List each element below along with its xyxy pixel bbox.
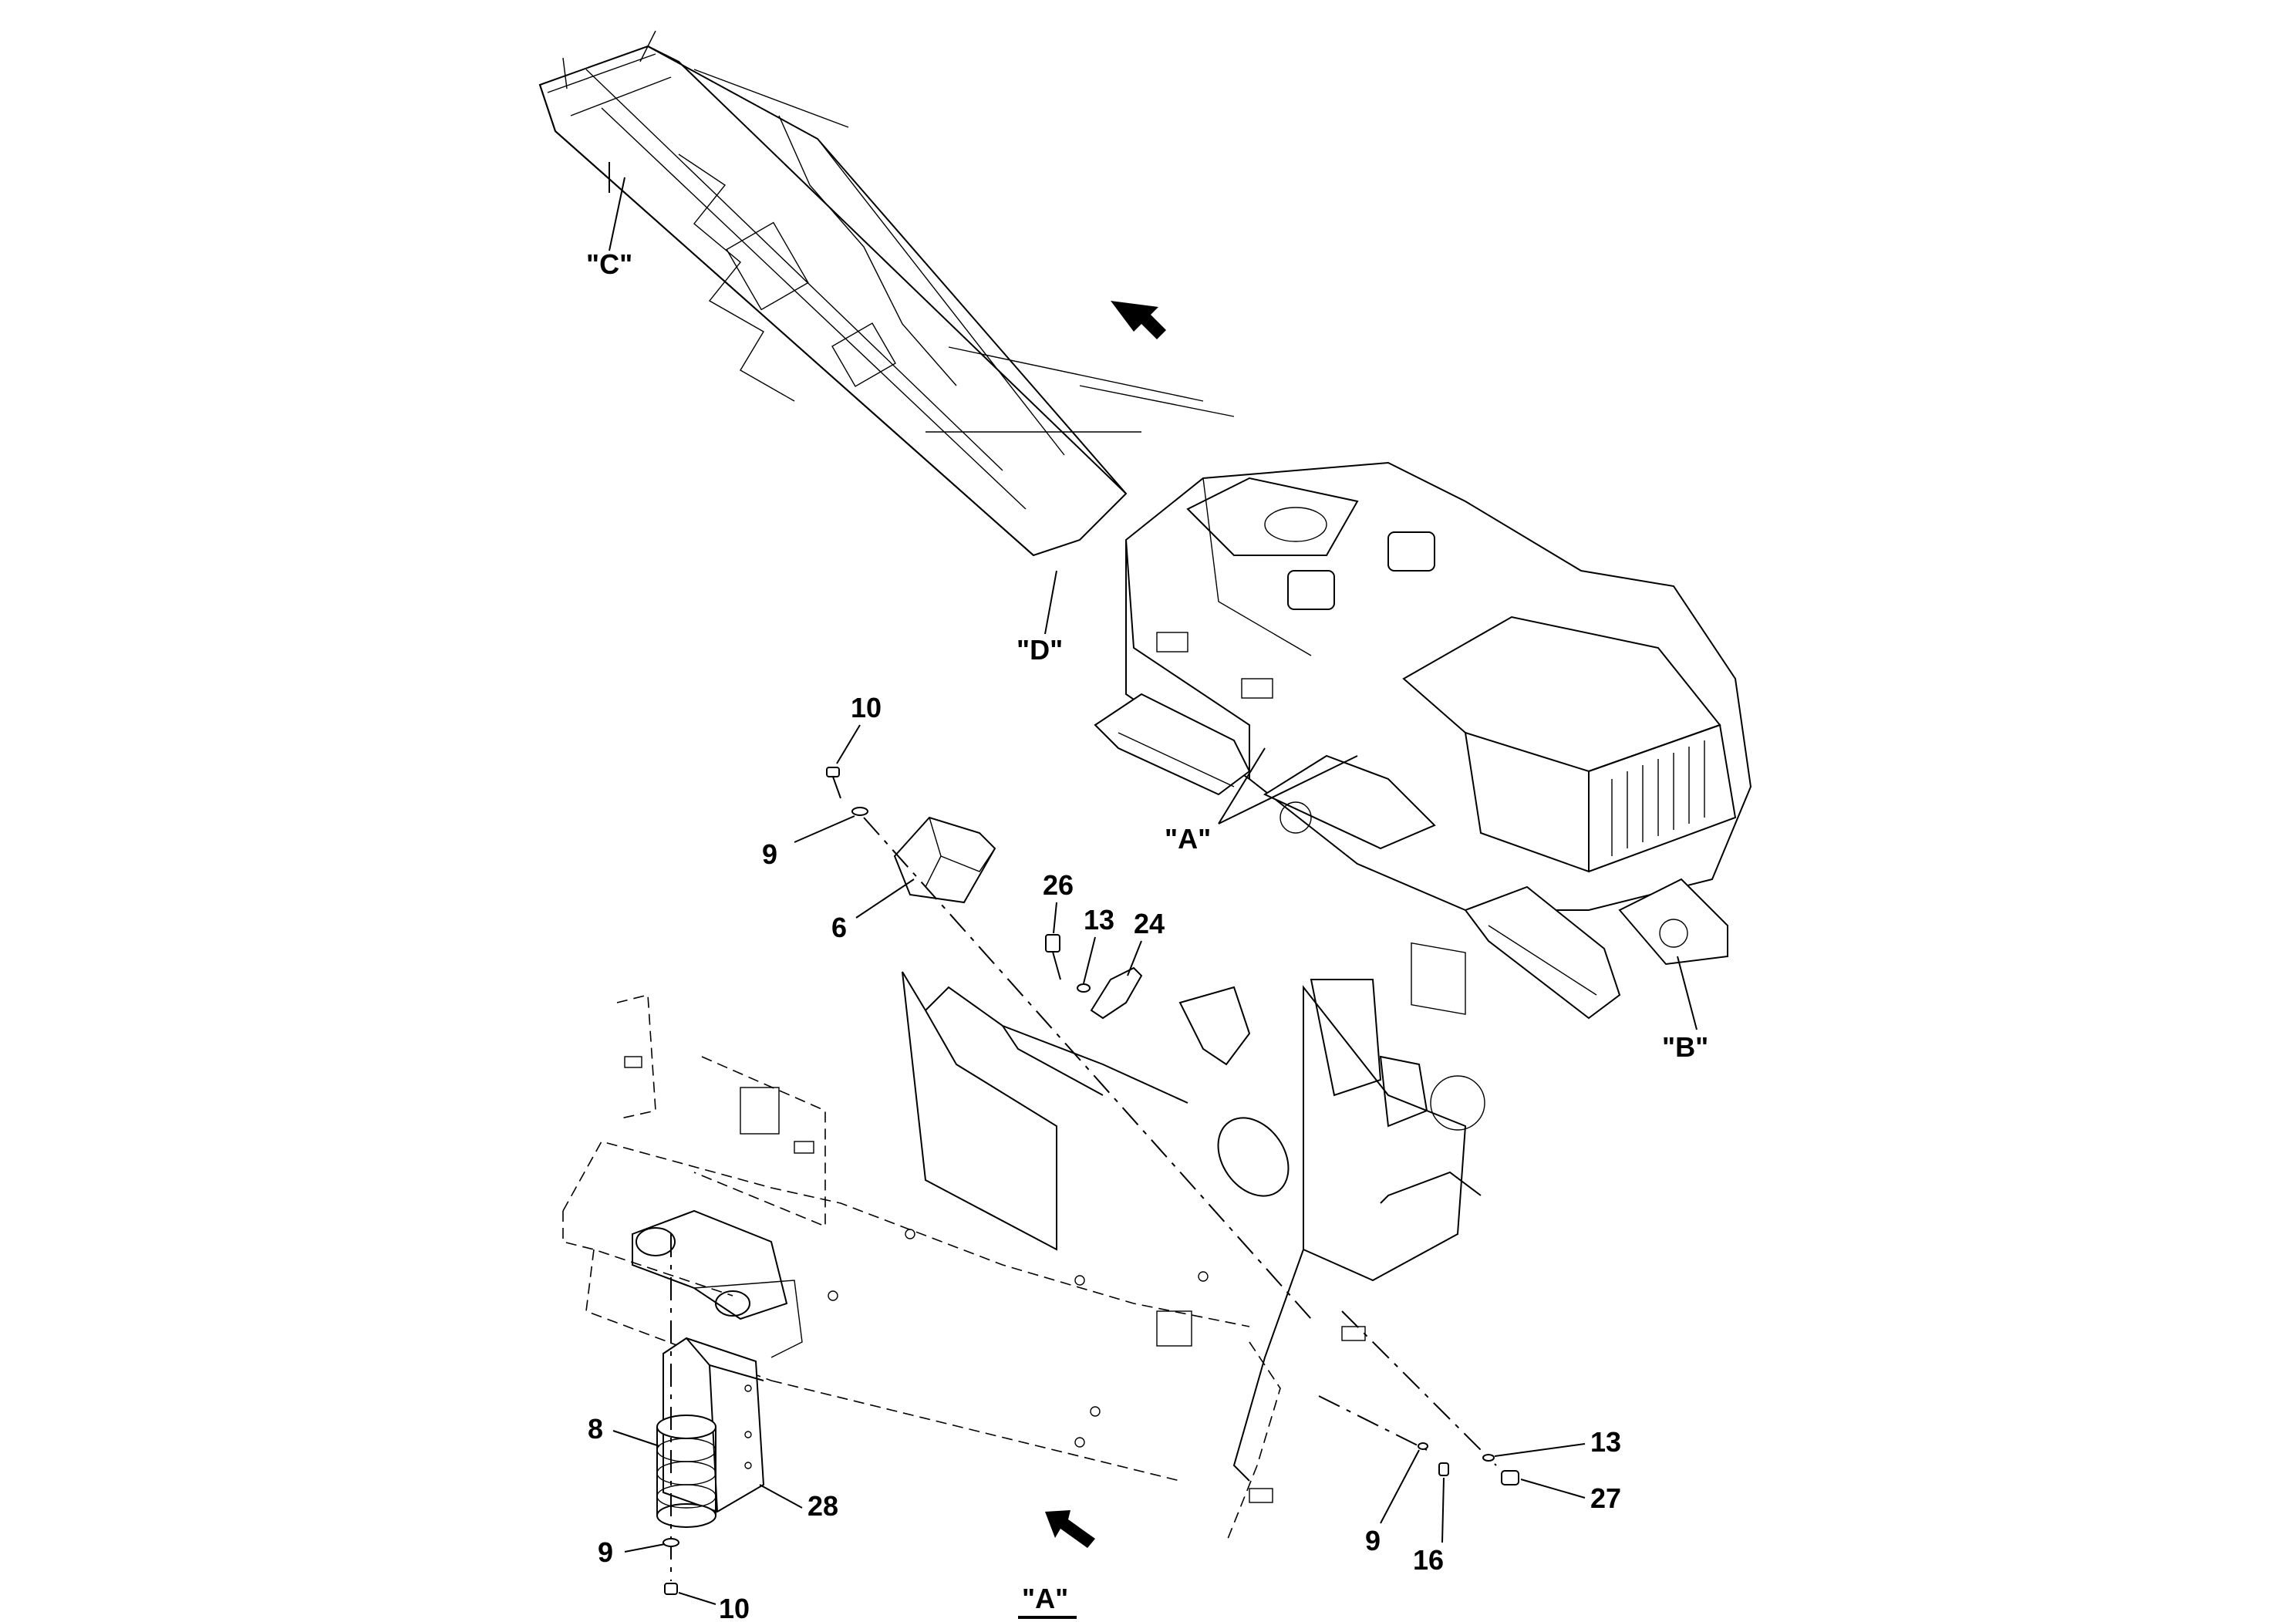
callout-13-right: 13 xyxy=(1590,1426,1621,1458)
bolt-10-bottom xyxy=(664,1583,678,1595)
conveyor-boom xyxy=(538,30,1235,557)
washer-9-bottom xyxy=(663,1538,679,1547)
view-label-c: "C" xyxy=(586,248,632,280)
detail-title: "A" xyxy=(1018,1583,1077,1619)
machine-overview xyxy=(538,30,1752,1020)
callout-9-bottom: 9 xyxy=(598,1536,613,1568)
callout-10-top: 10 xyxy=(851,692,882,723)
bolt-16 xyxy=(1438,1462,1449,1476)
callout-6: 6 xyxy=(831,912,847,943)
callout-9-right: 9 xyxy=(1365,1525,1381,1556)
callout-26: 26 xyxy=(1043,869,1074,901)
detail-view-label-a: "A" xyxy=(1022,1583,1068,1614)
radiator-grille xyxy=(1611,740,1705,856)
callout-28: 28 xyxy=(807,1490,838,1522)
bolt-26 xyxy=(1045,934,1061,980)
washer-9-right xyxy=(1418,1442,1428,1450)
tracks xyxy=(1094,693,1728,1020)
callout-24: 24 xyxy=(1134,908,1165,939)
callouts-bottom: 8 28 9 10 13 27 9 16 xyxy=(588,1413,1621,1622)
callout-27: 27 xyxy=(1590,1482,1621,1514)
callout-10-bottom: 10 xyxy=(719,1593,750,1622)
callout-16: 16 xyxy=(1413,1544,1444,1576)
view-label-d: "D" xyxy=(1017,634,1063,666)
exploded-parts-top xyxy=(826,767,1312,1320)
direction-arrow-icon xyxy=(1111,301,1166,339)
callout-13-top: 13 xyxy=(1084,904,1114,936)
cover-plate-6 xyxy=(893,816,996,904)
track-links xyxy=(1118,732,1688,996)
washer-13-top xyxy=(1077,983,1091,993)
washer-9-top xyxy=(851,807,868,816)
washer-13-right xyxy=(1482,1454,1495,1462)
bolt-10-top xyxy=(826,767,841,799)
bracket-24 xyxy=(1090,966,1143,1020)
view-label-a-top: "A" xyxy=(1165,823,1211,855)
callout-9-top: 9 xyxy=(762,838,777,870)
direction-arrow-icon-bottom xyxy=(1045,1510,1095,1548)
callouts-top: 10 9 6 26 13 24 xyxy=(762,692,1165,984)
callout-8: 8 xyxy=(588,1413,603,1445)
cap-27 xyxy=(1501,1470,1519,1485)
view-label-b: "B" xyxy=(1662,1031,1708,1063)
detail-view-a xyxy=(562,971,1519,1595)
